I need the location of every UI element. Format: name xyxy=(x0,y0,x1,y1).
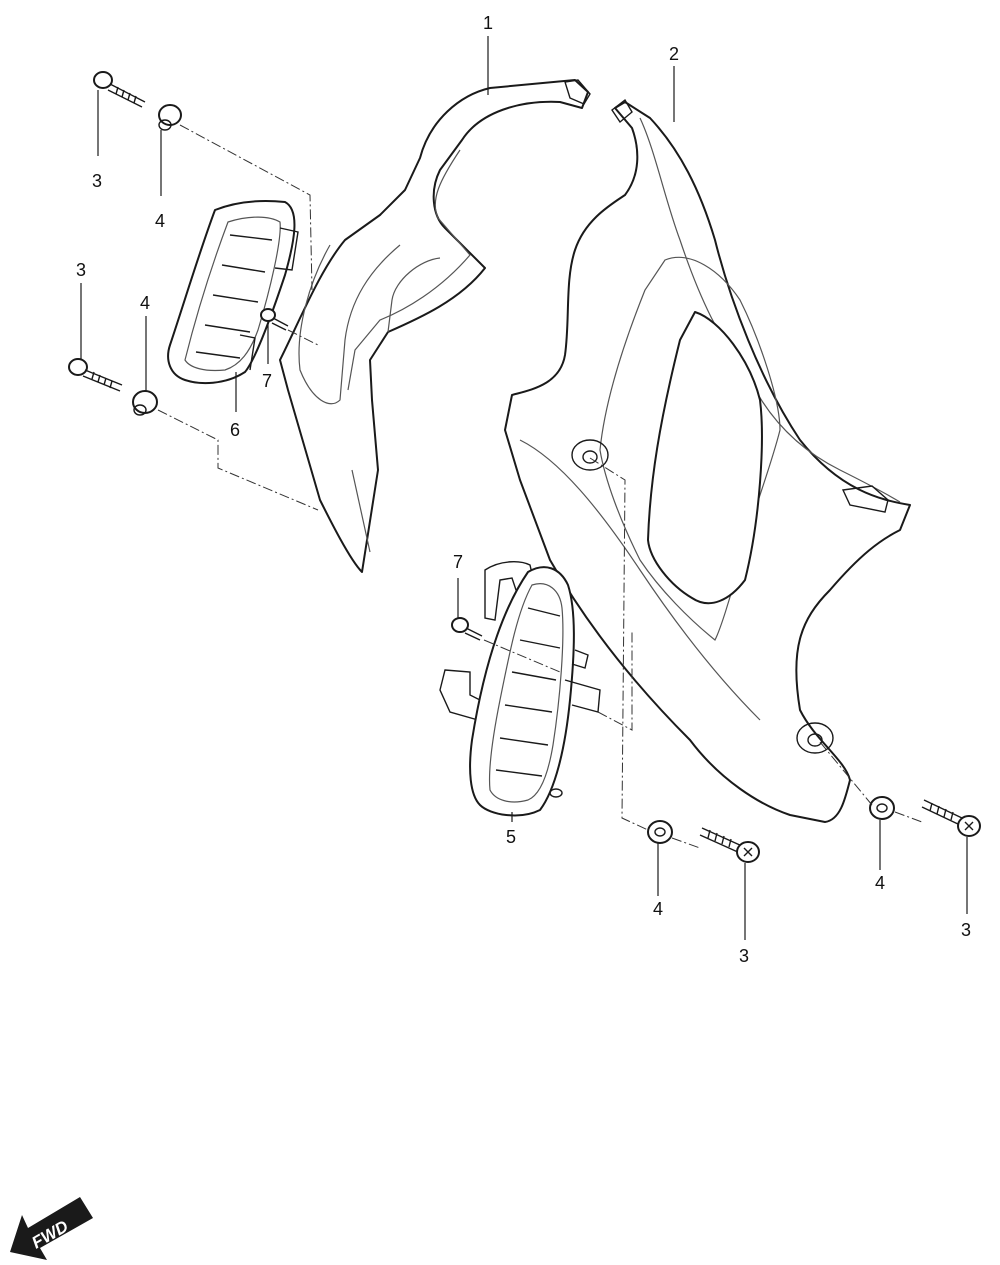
part-3-screw-bottom-center xyxy=(699,827,760,863)
callout-2: 2 xyxy=(669,44,679,64)
part-7-screw-lower xyxy=(451,617,483,641)
callout-7: 7 xyxy=(262,371,272,391)
callout-labels: 1 2 3 4 3 4 6 7 7 5 4 3 4 3 xyxy=(76,13,971,966)
part-3-screw-bottom-right xyxy=(921,799,981,837)
callout-6: 6 xyxy=(230,420,240,440)
part-4-grommet-top-left xyxy=(158,104,182,131)
part-4-washer-bottom-right xyxy=(869,796,895,820)
callout-3: 3 xyxy=(92,171,102,191)
fwd-arrow-icon xyxy=(10,1197,93,1260)
leader-lines xyxy=(80,36,968,940)
callout-1: 1 xyxy=(483,13,493,33)
part-1-left-cover xyxy=(279,79,591,573)
assembly-lines xyxy=(157,124,923,849)
callout-5: 5 xyxy=(506,827,516,847)
part-5-vent-grille xyxy=(439,561,601,817)
part-3-screw-top-left xyxy=(93,71,146,108)
callout-3: 3 xyxy=(76,260,86,280)
part-4-grommet-mid-left xyxy=(132,390,158,416)
callout-4: 4 xyxy=(140,293,150,313)
callout-3: 3 xyxy=(739,946,749,966)
callout-7: 7 xyxy=(453,552,463,572)
part-6-vent-grille xyxy=(167,199,299,385)
callout-4: 4 xyxy=(155,211,165,231)
callout-4: 4 xyxy=(875,873,885,893)
part-2-right-cover xyxy=(504,98,911,823)
callout-4: 4 xyxy=(653,899,663,919)
callout-3: 3 xyxy=(961,920,971,940)
part-4-washer-bottom-center xyxy=(647,820,673,844)
part-3-screw-mid-left xyxy=(68,358,123,392)
forward-direction-arrow: FWD xyxy=(10,1197,93,1260)
part-7-screw-upper xyxy=(260,308,289,331)
